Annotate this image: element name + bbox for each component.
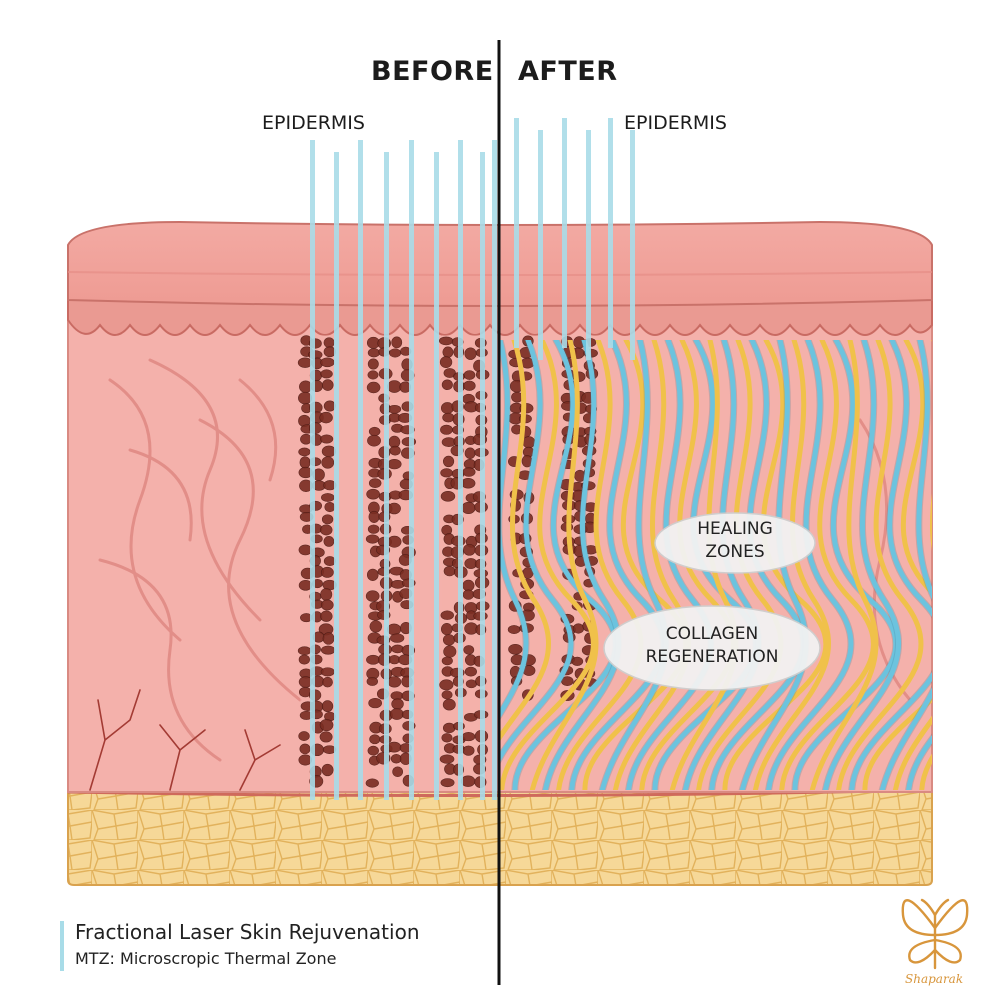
collagen-fiber [683,340,761,790]
epidermis-label-after: EPIDERMIS [624,112,727,134]
laser-beam-after [608,118,613,348]
thermal-zone-column [297,335,337,790]
laser-beam-after [630,130,635,360]
laser-beam-after [586,130,591,360]
thermal-zone-column [365,335,417,790]
collagen-fiber [669,340,739,790]
collagen-regeneration-label: COLLAGEN REGENERATION [604,623,820,669]
laser-beams [310,118,635,800]
laser-beam-before [384,152,389,800]
laser-beam-before [480,152,485,800]
caption-accent-bar [60,921,64,971]
collagen-fiber [792,340,899,790]
epidermis-label-before: EPIDERMIS [262,112,365,134]
collagen-fiber [709,340,806,790]
laser-beam-before [358,140,363,800]
collagen-fiber [879,340,932,790]
blood-vessels [89,689,281,791]
healing-zones-callout [654,512,816,574]
butterfly-icon [901,898,969,970]
before-header: BEFORE [371,56,494,87]
collagen-fiber [500,340,529,719]
collagen-fiber [753,340,831,790]
laser-beam-before [310,140,315,800]
laser-beam-before [458,140,463,800]
collagen-fiber [639,340,736,790]
collagen-fiber [722,340,829,790]
collagen-fiber [652,340,759,790]
collagen-fiber [529,340,599,790]
collagen-fiber [569,340,666,790]
collagen-fiber [512,340,619,790]
healing-zones-label: HEALING ZONES [655,518,815,564]
laser-beam-after [538,130,543,360]
healing-line2: ZONES [705,542,765,562]
laser-beam-before [434,152,439,800]
collagen-fiber [500,340,574,763]
logo-text: Shaparak [905,972,964,986]
collagen-fiber [500,340,551,742]
caption-title: Fractional Laser Skin Rejuvenation [75,920,420,944]
collagen-fiber [809,340,879,790]
collagen-regeneration-callout [603,605,821,691]
collagen-fibers [500,340,932,790]
collagen-fiber [543,340,621,790]
laser-beam-before [492,140,497,800]
collagen-fiber [823,340,901,790]
collagen-fiber [556,340,644,790]
laser-beam-after [514,118,519,348]
collagen-line2: REGENERATION [645,647,779,667]
collagen-fiber [739,340,809,790]
collagen-fiber [849,340,932,790]
healing-line1: HEALING [697,519,773,539]
collagen-fiber [779,340,876,790]
collagen-line1: COLLAGEN [665,624,759,644]
collagen-fiber [862,340,932,790]
laser-beam-after [562,118,567,348]
collagen-fiber [626,340,714,790]
collagen-fiber [613,340,691,790]
laser-beam-before [409,140,414,800]
collagen-fiber [893,340,932,790]
after-header: AFTER [518,56,618,87]
caption-subtitle: MTZ: Microscropic Thermal Zone [75,949,337,968]
collagen-fiber [766,340,854,790]
collagen-fiber [500,340,596,790]
collagen-fiber [919,753,932,790]
collagen-fiber [836,340,924,790]
laser-beam-before [334,152,339,800]
collagen-fiber [599,340,669,790]
collagen-fiber [696,340,784,790]
collagen-fiber [582,340,689,790]
